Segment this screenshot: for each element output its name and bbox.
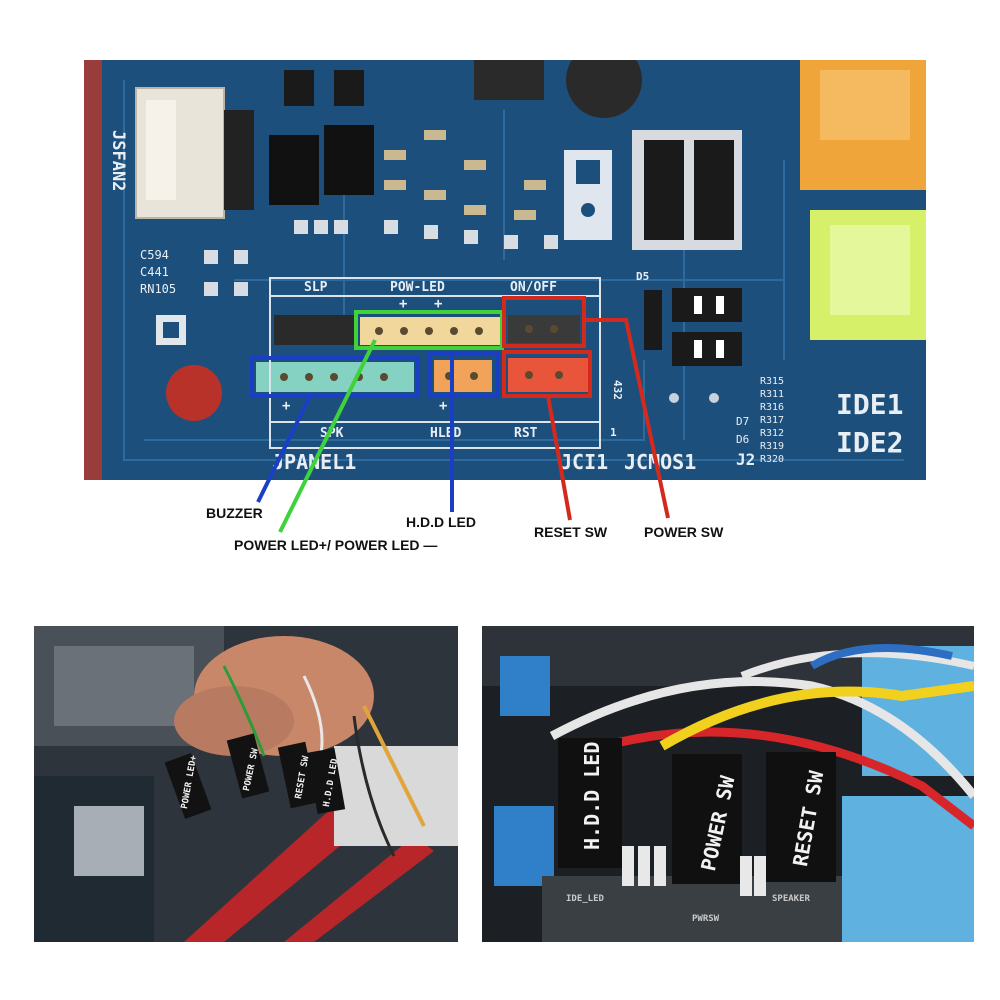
label-r320: R320 bbox=[760, 454, 785, 465]
label-j2: J2 bbox=[736, 450, 756, 469]
right-photo-label-hdd-led: H.D.D LED bbox=[580, 741, 604, 850]
callout-power-led: POWER LED+/ POWER LED — bbox=[234, 537, 438, 553]
photo-left-art bbox=[34, 626, 458, 942]
plus-spk: + bbox=[282, 398, 291, 414]
label-r317: R317 bbox=[760, 415, 785, 426]
label-jci1: JCI1 bbox=[560, 450, 609, 474]
motherboard-closeup: SLP POW-LED ON/OFF + + + + SPK HLED RST … bbox=[84, 60, 926, 480]
buzzer-callout-line bbox=[256, 395, 312, 503]
label-d6: D6 bbox=[736, 433, 750, 446]
label-pow-led: POW-LED bbox=[390, 280, 445, 295]
label-rst: RST bbox=[514, 426, 538, 441]
label-c441: C441 bbox=[140, 265, 169, 279]
right-photo-board-speaker: SPEAKER bbox=[772, 894, 810, 904]
label-slp: SLP bbox=[304, 280, 328, 295]
label-r316: R316 bbox=[760, 402, 785, 413]
plus-hled: + bbox=[439, 398, 448, 414]
callout-lines bbox=[256, 318, 670, 533]
label-d5: D5 bbox=[636, 270, 650, 283]
label-c594: C594 bbox=[140, 248, 169, 262]
label-r315: R315 bbox=[760, 376, 785, 387]
label-jcmos1: JCMOS1 bbox=[624, 450, 697, 474]
photo-plugged-connectors: H.D.D LED POWER SW RESET SW IDE_LED PWRS… bbox=[482, 626, 974, 942]
motherboard-art bbox=[84, 60, 926, 480]
label-r311: R311 bbox=[760, 389, 785, 400]
callout-power-sw: POWER SW bbox=[644, 524, 724, 540]
label-ide2: IDE2 bbox=[836, 426, 904, 459]
photo-hand-connectors: POWER LED+ POWER SW RESET SW H.D.D LED bbox=[34, 626, 458, 942]
plus-pow-led-1: + bbox=[399, 296, 408, 312]
power-sw-callout-line bbox=[586, 318, 670, 519]
label-r312: R312 bbox=[760, 428, 785, 439]
label-on-off: ON/OFF bbox=[510, 280, 557, 295]
right-photo-board-pwrsw: PWRSW bbox=[692, 914, 720, 924]
plus-pow-led-2: + bbox=[434, 296, 443, 312]
label-d7: D7 bbox=[736, 415, 750, 428]
label-rn105: RN105 bbox=[140, 282, 177, 296]
callout-reset-sw: RESET SW bbox=[534, 524, 608, 540]
label-pin-one: 1 bbox=[610, 426, 617, 439]
power-led-callout-line bbox=[278, 339, 377, 533]
label-ide1: IDE1 bbox=[836, 388, 904, 421]
callout-hdd-led: H.D.D LED bbox=[406, 514, 476, 530]
right-photo-board-ide-led: IDE_LED bbox=[566, 894, 604, 904]
reset-sw-callout-line bbox=[546, 395, 572, 521]
photo-right-art bbox=[482, 626, 974, 942]
callout-buzzer: BUZZER bbox=[206, 505, 263, 521]
label-r319: R319 bbox=[760, 441, 785, 452]
